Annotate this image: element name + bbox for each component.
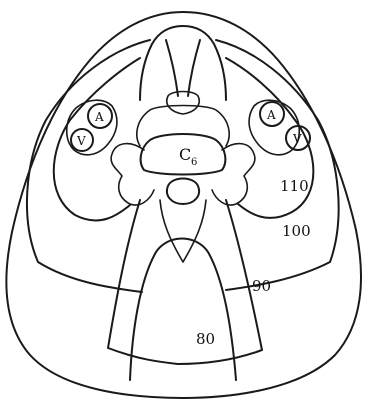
mandible-outline	[140, 26, 226, 100]
spinous-process	[160, 200, 206, 262]
isodose-label-80: 80	[196, 330, 215, 348]
skin-outline	[6, 12, 361, 398]
right-transverse-process	[212, 144, 255, 205]
larynx-outline	[167, 92, 199, 115]
left-vein-label: V	[76, 134, 86, 148]
isodose-label-90: 90	[252, 277, 271, 295]
right-vein-label: V	[292, 132, 302, 146]
left-artery-label: A	[94, 110, 104, 124]
right-artery-label: A	[266, 108, 276, 122]
isodose-label-110: 110	[280, 177, 309, 195]
vertebra-label-subscript: 6	[191, 157, 197, 168]
left-transverse-process	[111, 144, 154, 205]
spinal-canal	[167, 179, 199, 205]
vertebra-label: C	[179, 145, 191, 164]
isodose-label-100: 100	[282, 222, 311, 240]
isodose-line-90	[108, 200, 262, 364]
